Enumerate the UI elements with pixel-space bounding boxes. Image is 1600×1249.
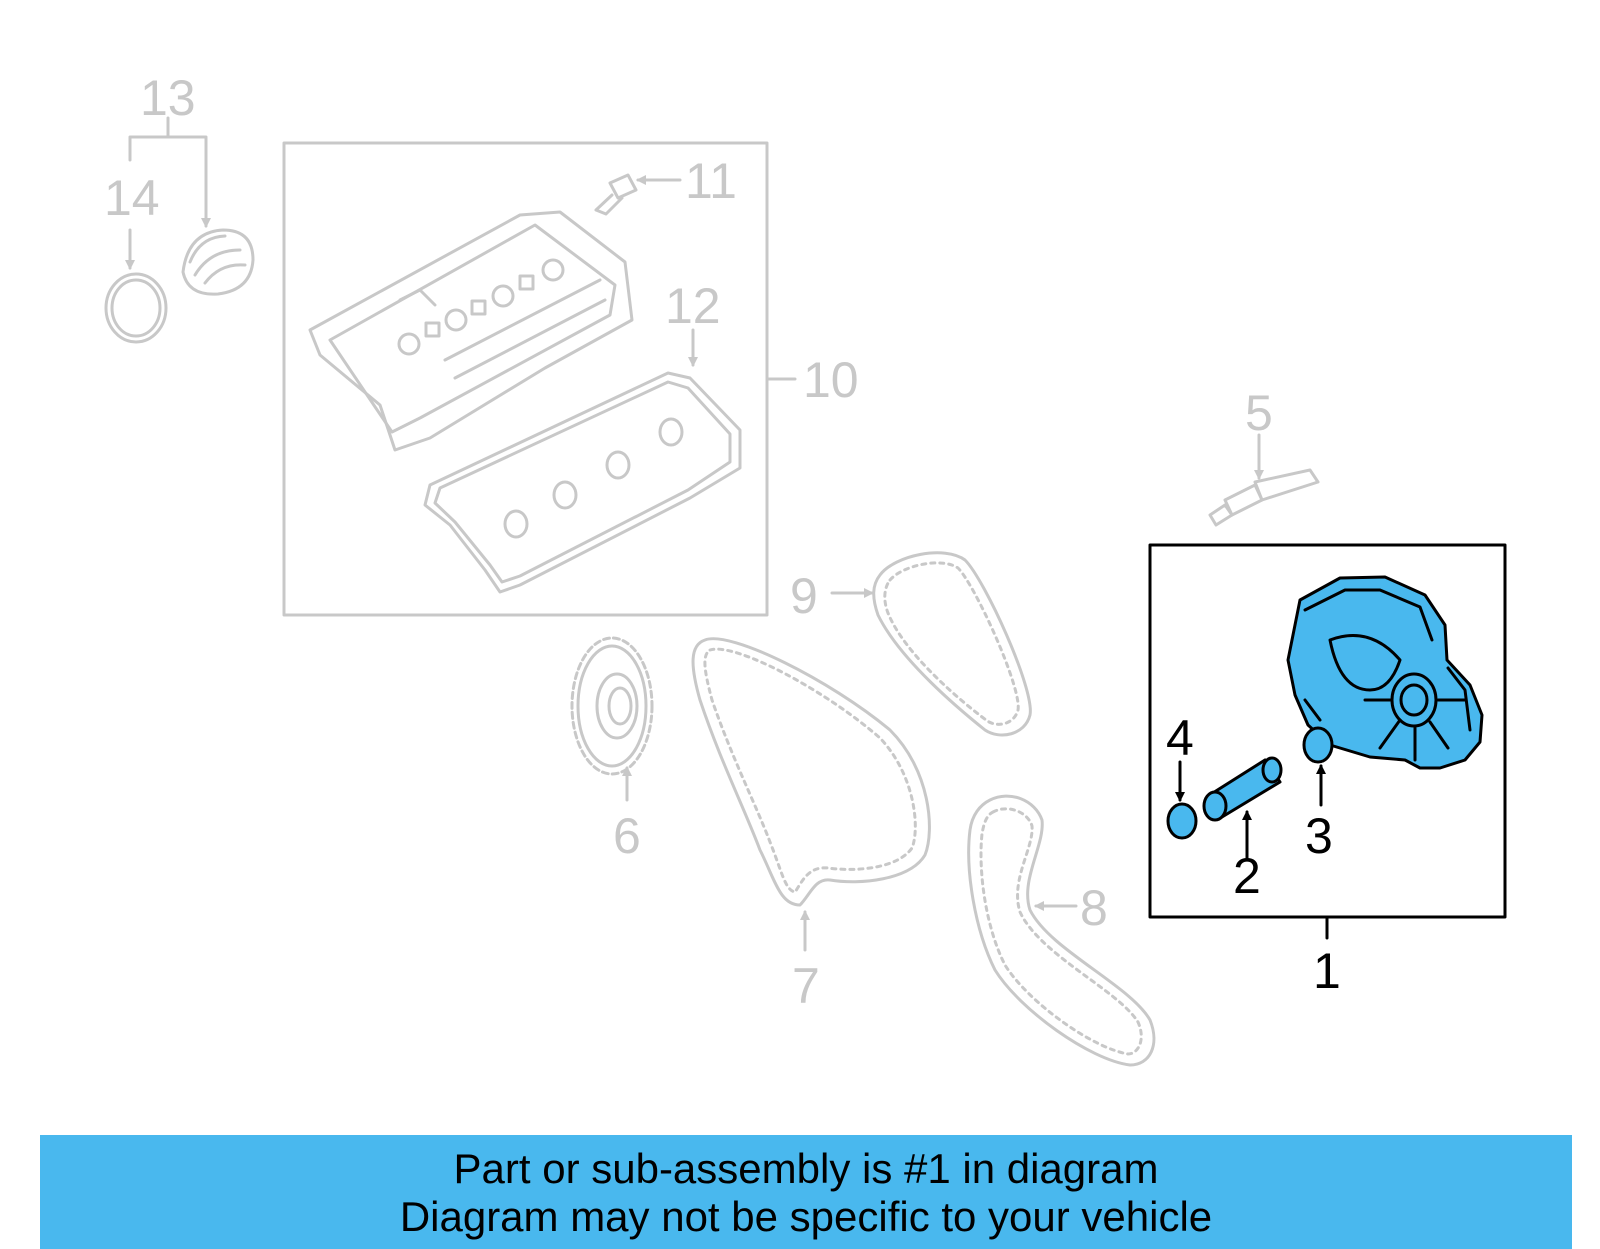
- callout-9[interactable]: 9: [790, 568, 818, 624]
- callout-3[interactable]: 3: [1305, 808, 1333, 864]
- part-6-sprocket[interactable]: [570, 636, 654, 776]
- callout-14[interactable]: 14: [104, 170, 160, 226]
- banner-line-1: Part or sub-assembly is #1 in diagram: [453, 1145, 1159, 1192]
- part-8-timing-chain[interactable]: [967, 794, 1156, 1067]
- callout-2[interactable]: 2: [1233, 848, 1261, 904]
- part-3-o-ring[interactable]: [1302, 726, 1334, 764]
- part-7-timing-chain[interactable]: [691, 637, 931, 907]
- part-1-timing-cover[interactable]: [1286, 575, 1484, 770]
- part-2-dowel-pin[interactable]: [1202, 756, 1283, 822]
- callout-5[interactable]: 5: [1245, 385, 1273, 441]
- callout-6[interactable]: 6: [613, 808, 641, 864]
- part-4-o-ring[interactable]: [1166, 802, 1198, 840]
- callout-13[interactable]: 13: [140, 70, 196, 126]
- parts-diagram: 13 14 10 12 11 5: [104, 70, 1507, 1067]
- part-9-timing-chain[interactable]: [872, 551, 1032, 737]
- callout-11[interactable]: 11: [685, 153, 737, 209]
- part-valve-cover[interactable]: [308, 210, 634, 452]
- part-11-bolt[interactable]: [594, 173, 638, 216]
- callout-7[interactable]: 7: [792, 958, 820, 1014]
- info-banner: Part or sub-assembly is #1 in diagram Di…: [40, 1135, 1572, 1249]
- part-13-oil-filler-cap[interactable]: [181, 228, 255, 296]
- callout-4[interactable]: 4: [1166, 710, 1194, 766]
- part-5-sealant-tube[interactable]: [1208, 468, 1320, 527]
- callout-12[interactable]: 12: [665, 278, 721, 334]
- callout-8[interactable]: 8: [1080, 880, 1108, 936]
- callout-1[interactable]: 1: [1313, 943, 1341, 999]
- part-12-valve-cover-gasket[interactable]: [423, 371, 742, 594]
- banner-line-2: Diagram may not be specific to your vehi…: [399, 1193, 1213, 1240]
- part-14-seal-ring[interactable]: [104, 272, 168, 344]
- callout-10[interactable]: 10: [803, 352, 859, 408]
